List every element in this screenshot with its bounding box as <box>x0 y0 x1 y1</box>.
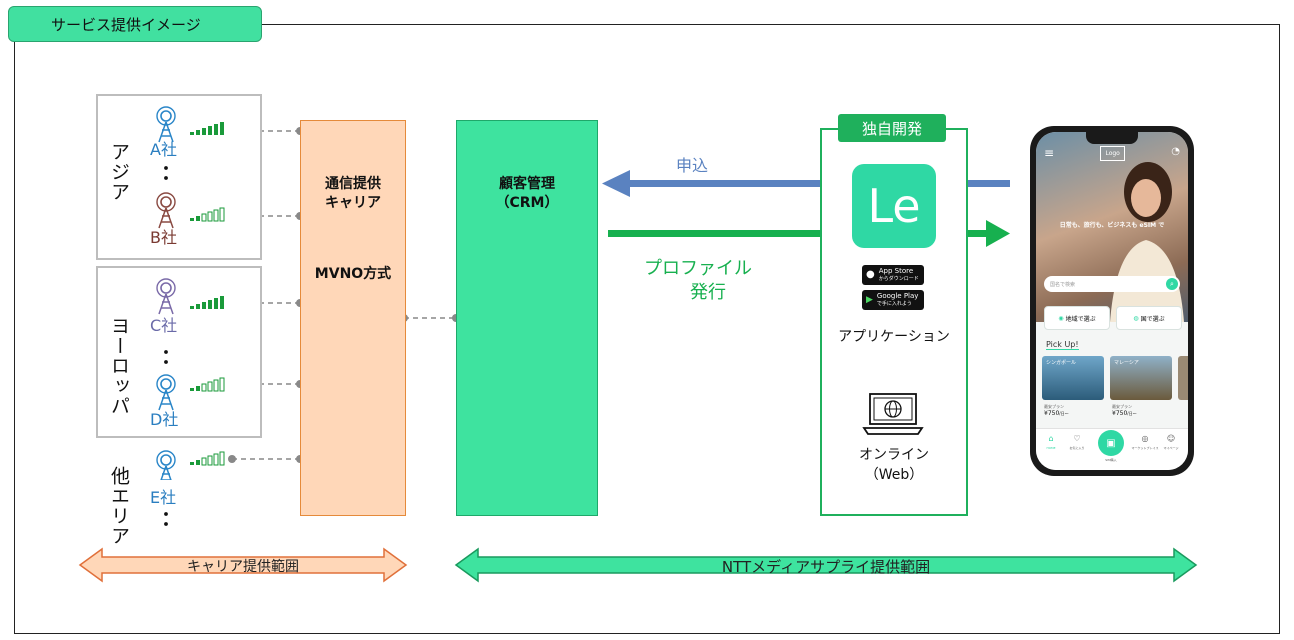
app-store-text: App Store <box>878 267 914 275</box>
signal-d-icon <box>189 377 225 392</box>
region-label-asia: アジア <box>108 142 130 202</box>
bell-icon[interactable]: ◔ <box>1171 146 1180 157</box>
phone-notch <box>1086 132 1138 144</box>
app-store-badge[interactable]: ● App Store からダウンロード <box>862 265 924 285</box>
profile-label-1: プロファイル <box>644 258 752 279</box>
crm-box: 顧客管理 （CRM） <box>456 120 598 516</box>
hero-person-image <box>1110 162 1184 322</box>
card1-price: ¥750/日〜 <box>1044 410 1069 417</box>
nav-favorite-label: お気に入り <box>1069 446 1085 450</box>
company-b: B社 <box>150 228 177 247</box>
company-a: A社 <box>150 140 177 159</box>
nav-sim-label: SIM購入 <box>1105 458 1117 462</box>
crm-label-2: （CRM） <box>495 195 559 211</box>
apple-icon: ● <box>866 269 875 280</box>
phone-search-placeholder: 国名で検索 <box>1050 281 1076 288</box>
tower-b-icon <box>156 192 176 229</box>
phone-region-button[interactable]: ◉ 地域で選ぶ <box>1044 306 1110 330</box>
menu-icon[interactable]: ≡ <box>1044 146 1055 160</box>
company-d: D社 <box>150 410 179 429</box>
nav-market-label: マーケットプレイス <box>1131 446 1159 450</box>
page-title: サービス提供イメージ <box>8 6 262 42</box>
card-malaysia-image[interactable] <box>1110 356 1172 400</box>
carrier-label-2: キャリア <box>325 195 381 211</box>
phone-screen: ≡ Logo ◔ 日常も、旅行も、ビジネスも eSIM で 国名で検索 ⌕ ◉ … <box>1036 132 1188 470</box>
phone-region-label: 地域で選ぶ <box>1065 315 1096 323</box>
tower-e-icon <box>156 450 176 480</box>
card-malaysia-name: マレーシア <box>1114 360 1139 366</box>
play-icon: ▶ <box>866 295 873 305</box>
profile-label-2: 発行 <box>690 282 726 303</box>
tower-d-icon <box>156 374 176 411</box>
apply-arrow <box>602 170 1010 197</box>
nav-sim-button[interactable]: ▣ <box>1098 430 1124 456</box>
card-next-peek <box>1178 356 1188 400</box>
ellipsis-other: ： <box>161 506 181 530</box>
nav-favorite-icon[interactable]: ♡ <box>1073 434 1081 443</box>
google-play-subtext: で手に入れよう <box>876 301 912 307</box>
app-label: アプリケーション <box>838 329 950 345</box>
nav-market-icon[interactable]: ◎ <box>1141 434 1149 443</box>
apply-label: 申込 <box>676 156 709 175</box>
ntt-scope-label: NTTメディアサプライ提供範囲 <box>721 558 931 576</box>
signal-c-icon <box>190 296 224 309</box>
phone-country-label: 国で選ぶ <box>1140 315 1165 323</box>
region-box-europe <box>96 266 262 438</box>
signal-e-icon <box>189 451 225 466</box>
smartphone-mockup: ≡ Logo ◔ 日常も、旅行も、ビジネスも eSIM で 国名で検索 ⌕ ◉ … <box>1030 126 1194 476</box>
company-c: C社 <box>150 316 178 335</box>
region-label-europe: ヨーロッパ <box>108 316 130 416</box>
ellipsis-europe: ： <box>161 344 181 368</box>
phone-header: ≡ Logo ◔ <box>1036 146 1188 161</box>
card2-price: ¥750/日〜 <box>1112 410 1137 417</box>
pickup-heading: Pick Up! <box>1046 340 1079 350</box>
carrier-label-1: 通信提供 <box>325 176 381 192</box>
phone-search-icon[interactable]: ⌕ <box>1166 278 1178 290</box>
company-e: E社 <box>150 488 177 507</box>
google-play-badge[interactable]: ▶ Google Play で手に入れよう <box>862 290 924 310</box>
card2-plan-label: 最安プラン <box>1112 404 1132 409</box>
app-store-subtext: からダウンロード <box>878 276 919 282</box>
app-logo-text: Le <box>867 179 921 233</box>
card1-plan-label: 最安プラン <box>1044 404 1064 409</box>
google-play-text: Google Play <box>876 292 919 300</box>
card-singapore-image[interactable] <box>1042 356 1104 400</box>
app-logo: Le <box>852 164 936 248</box>
mvno-label: MVNO方式 <box>314 266 392 282</box>
dev-tag: 独自開発 <box>838 114 946 142</box>
region-box-asia <box>96 94 262 260</box>
phone-logo: Logo <box>1100 146 1125 161</box>
region-label-other: 他エリア <box>108 466 130 546</box>
globe-icon: ◍ <box>1133 314 1139 322</box>
pin-icon: ◉ <box>1058 314 1064 322</box>
carrier-scope-label: キャリア提供範囲 <box>187 559 299 575</box>
nav-mypage-icon[interactable]: ☺ <box>1166 434 1176 443</box>
ellipsis-asia: ： <box>161 160 181 184</box>
signal-b-icon <box>189 207 225 222</box>
online-label-1: オンライン <box>859 447 929 463</box>
phone-search-field[interactable]: 国名で検索 ⌕ <box>1044 276 1180 292</box>
tower-c-icon <box>156 278 176 315</box>
ntt-scope-arrow <box>454 547 1198 583</box>
signal-a-icon <box>190 122 224 135</box>
nav-mypage-label: マイページ <box>1163 446 1179 450</box>
hero-copy: 日常も、旅行も、ビジネスも eSIM で <box>1059 222 1165 229</box>
phone-country-button[interactable]: ◍ 国で選ぶ <box>1116 306 1182 330</box>
crm-label-1: 顧客管理 <box>499 176 555 192</box>
laptop-globe-icon <box>862 393 924 435</box>
profile-arrow <box>608 220 1010 247</box>
carrier-box: 通信提供 キャリア MVNO方式 <box>300 120 406 516</box>
nav-home-label: HOME <box>1046 446 1056 450</box>
card-singapore-name: シンガポール <box>1046 360 1077 366</box>
nav-home-icon[interactable]: ⌂ <box>1048 434 1054 443</box>
carrier-scope-arrow <box>78 547 408 583</box>
diagram-frame <box>14 24 1280 634</box>
online-label-2: （Web） <box>864 467 924 483</box>
